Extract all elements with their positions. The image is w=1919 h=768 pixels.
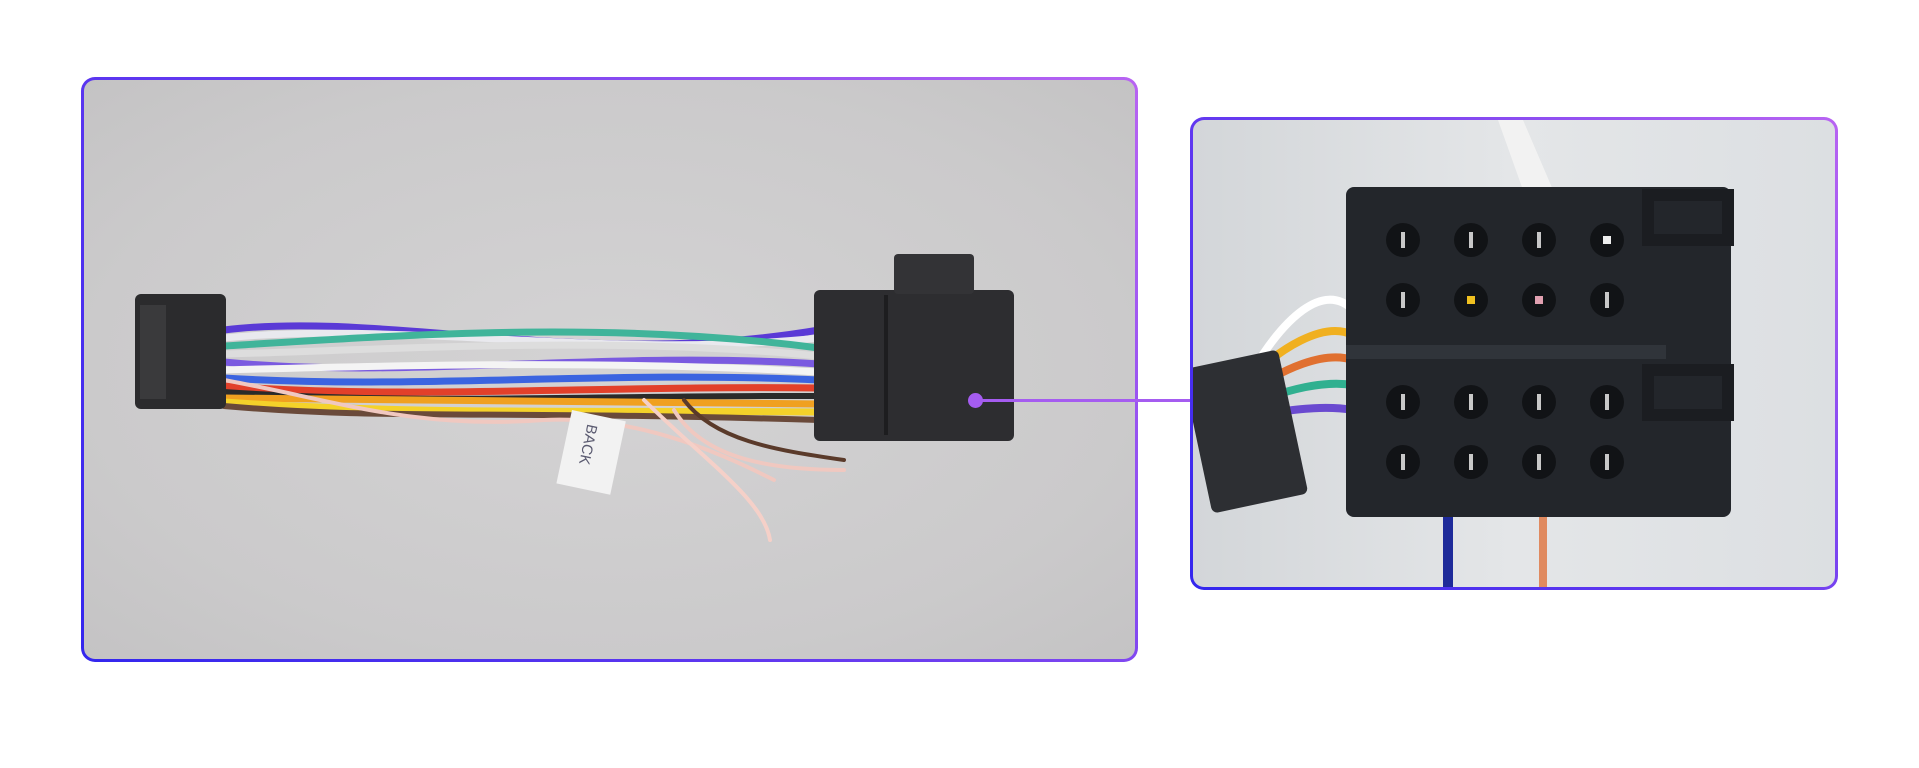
- callout-dot: [968, 393, 983, 408]
- callout-line: [975, 399, 1191, 402]
- wiring-harness-image: BACK: [135, 254, 1014, 542]
- connector-closeup-panel: [1190, 117, 1838, 590]
- harness-photo-panel: BACK: [81, 77, 1138, 662]
- back-label-tag: BACK: [556, 410, 626, 495]
- iso-connector-closeup-image: [1193, 120, 1734, 587]
